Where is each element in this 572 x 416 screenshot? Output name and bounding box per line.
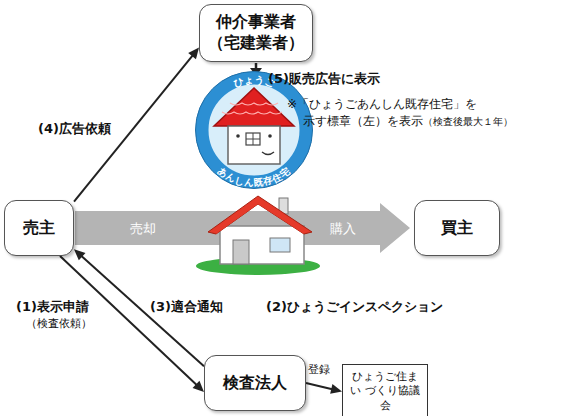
- logo-text: あんしん既存住宅: [216, 165, 292, 188]
- logo-window: [246, 133, 260, 145]
- logo-bottom-text: あんしん既存住宅: [216, 165, 292, 188]
- arrow-head: [193, 381, 204, 392]
- house-roof: [208, 196, 312, 234]
- house-window: [270, 238, 290, 252]
- logo-house: [228, 126, 280, 164]
- edge-label: (4)広告依頼: [38, 120, 111, 138]
- logo-outline: [196, 72, 313, 189]
- logo-roof: [214, 88, 294, 126]
- edge-label: (3)適合通知: [150, 298, 223, 316]
- node-text: ひょうご住まい づくり協議会: [347, 370, 423, 413]
- connector: [306, 383, 342, 394]
- roof-tiles: [222, 103, 282, 114]
- note-text: ※「ひょうごあんしん既存住宅」を: [287, 96, 477, 113]
- note-text: 示す標章（左）を表示: [303, 113, 423, 130]
- node-text: 買主: [441, 218, 473, 239]
- step-label: (5)販売広告に表示: [268, 70, 380, 88]
- arrow-head: [74, 249, 86, 260]
- buyer-box: 買主: [414, 200, 500, 256]
- node-text: 仲介事業者 （宅建業者）: [206, 12, 306, 54]
- inspector-box: 検査法人: [204, 355, 306, 411]
- arrow-head: [330, 384, 342, 394]
- note-text: （検査後最大１年）: [423, 115, 513, 129]
- house-door: [233, 240, 249, 264]
- council-box: ひょうご住まい づくり協議会: [342, 364, 428, 416]
- sub-label: （検査依頼）: [26, 316, 92, 331]
- edge-label: 登録: [308, 362, 330, 377]
- edge-label: 売却: [130, 220, 156, 238]
- house-body: [220, 226, 304, 264]
- seller-box: 売主: [4, 200, 74, 256]
- connector-line: [306, 383, 332, 389]
- logo-ring: [202, 78, 306, 182]
- node-text: 検査法人: [223, 373, 287, 394]
- agent-box: 仲介事業者 （宅建業者）: [199, 4, 313, 62]
- node-text: 売主: [23, 218, 55, 239]
- edge-label: (1)表示申請: [16, 298, 89, 316]
- step-label: (2)ひょうごインスペクション: [266, 298, 443, 316]
- band-label: 購入: [330, 220, 356, 238]
- arrow-head: [188, 48, 199, 60]
